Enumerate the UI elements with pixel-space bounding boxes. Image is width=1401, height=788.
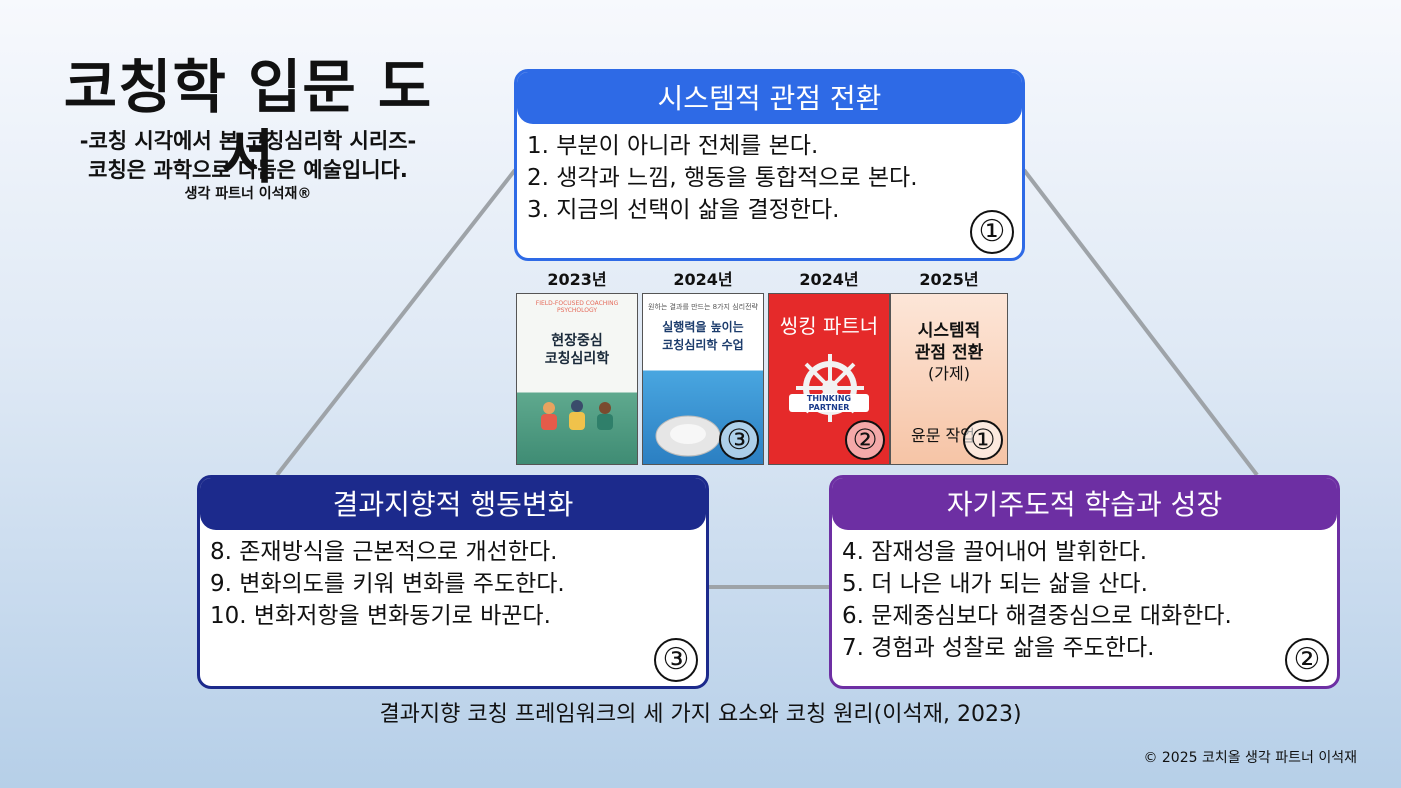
- principle-item: 3. 지금의 선택이 삶을 결정한다.: [527, 197, 840, 223]
- connector-right: [1022, 168, 1259, 477]
- book-year: 2023년: [547, 270, 607, 289]
- connector-left: [275, 168, 517, 477]
- book-top-text: FIELD-FOCUSED COACHING PSYCHOLOGY: [535, 300, 619, 314]
- result-oriented-change-box: 결과지향적 행동변화 8. 존재방식을 근본적으로 개선한다. 9. 변화의도를…: [197, 475, 709, 689]
- result-oriented-box-title: 결과지향적 행동변화: [200, 478, 706, 530]
- book-year: 2024년: [799, 270, 859, 289]
- box-number-badge: ②: [1285, 638, 1329, 682]
- author-credit: 생각 파트너 이석재®: [184, 186, 312, 202]
- self-directed-box-list: 4. 잠재성을 끌어내어 발휘한다. 5. 더 나은 내가 되는 삶을 산다. …: [832, 530, 1337, 664]
- book-cover-thinking-partner: 씽킹 파트너 THINKING PARTNER ②: [768, 293, 890, 465]
- box-number-badge: ③: [654, 638, 698, 682]
- book-year: 2025년: [919, 270, 979, 289]
- book-status-text: 윤문 작업: [911, 426, 975, 445]
- book-cover-coaching-psychology-class: 원하는 결과를 만드는 8가지 심리전략 실행력을 높이는 코칭심리학 수업 ③: [642, 293, 764, 465]
- principle-item: 1. 부분이 아니라 전체를 본다.: [527, 133, 819, 159]
- page-tagline: 코칭은 과학으로 다듬은 예술입니다.: [88, 158, 408, 182]
- book-year: 2024년: [673, 270, 733, 289]
- principle-item: 10. 변화저항을 변화동기로 바꾼다.: [210, 603, 551, 629]
- systemic-perspective-box: 시스템적 관점 전환 1. 부분이 아니라 전체를 본다. 2. 생각과 느낌,…: [514, 69, 1025, 261]
- ship-wheel-icon: [796, 354, 864, 422]
- book-title-line: 씽킹 파트너: [779, 314, 879, 338]
- principle-item: 7. 경험과 성찰로 삶을 주도한다.: [842, 635, 1155, 661]
- book-title-line: 코칭심리학 수업: [662, 338, 744, 352]
- book-number-badge: ②: [845, 420, 885, 460]
- self-directed-box-title: 자기주도적 학습과 성장: [832, 478, 1337, 530]
- self-directed-growth-box: 자기주도적 학습과 성장 4. 잠재성을 끌어내어 발휘한다. 5. 더 나은 …: [829, 475, 1340, 689]
- dish-illustration-icon: [655, 415, 721, 457]
- page-subtitle: -코칭 시각에서 본 코칭심리학 시리즈-: [79, 129, 417, 153]
- book-cover-field-coaching: FIELD-FOCUSED COACHING PSYCHOLOGY 현장중심 코…: [516, 293, 638, 465]
- principle-item: 5. 더 나은 내가 되는 삶을 산다.: [842, 571, 1148, 597]
- people-illustration-icon: [541, 400, 613, 430]
- principle-item: 4. 잠재성을 끌어내어 발휘한다.: [842, 539, 1148, 565]
- book-title-line: THINKING PARTNER: [789, 394, 869, 412]
- systemic-box-list: 1. 부분이 아니라 전체를 본다. 2. 생각과 느낌, 행동을 통합적으로 …: [517, 124, 1022, 226]
- result-oriented-box-list: 8. 존재방식을 근본적으로 개선한다. 9. 변화의도를 키워 변화를 주도한…: [200, 530, 706, 632]
- book-title-line: 코칭심리학: [544, 351, 610, 367]
- principle-item: 6. 문제중심보다 해결중심으로 대화한다.: [842, 603, 1232, 629]
- copyright-notice: © 2025 코치올 생각 파트너 이석재: [1143, 750, 1357, 766]
- book-title-line: (가제): [928, 364, 970, 383]
- box-number-badge: ①: [970, 210, 1014, 254]
- principle-item: 9. 변화의도를 키워 변화를 주도한다.: [210, 571, 565, 597]
- book-cover-systemic-shift: 시스템적 관점 전환 (가제) 윤문 작업 ①: [890, 293, 1008, 465]
- book-number-badge: ①: [963, 420, 1003, 460]
- book-top-text: 원하는 결과를 만드는 8가지 심리전략: [648, 303, 758, 311]
- book-title-line: 실행력을 높이는: [662, 320, 744, 334]
- book-title-line: 현장중심: [551, 333, 603, 349]
- page-title: 코칭학 입문 도서: [63, 53, 433, 191]
- book-title-line: 시스템적: [917, 321, 981, 341]
- principle-item: 8. 존재방식을 근본적으로 개선한다.: [210, 539, 558, 565]
- figure-caption: 결과지향 코칭 프레임워크의 세 가지 요소와 코칭 원리(이석재, 2023): [379, 702, 1022, 727]
- principle-item: 2. 생각과 느낌, 행동을 통합적으로 본다.: [527, 165, 918, 191]
- systemic-box-title: 시스템적 관점 전환: [517, 72, 1022, 124]
- book-number-badge: ③: [719, 420, 759, 460]
- book-title-line: 관점 전환: [914, 343, 984, 363]
